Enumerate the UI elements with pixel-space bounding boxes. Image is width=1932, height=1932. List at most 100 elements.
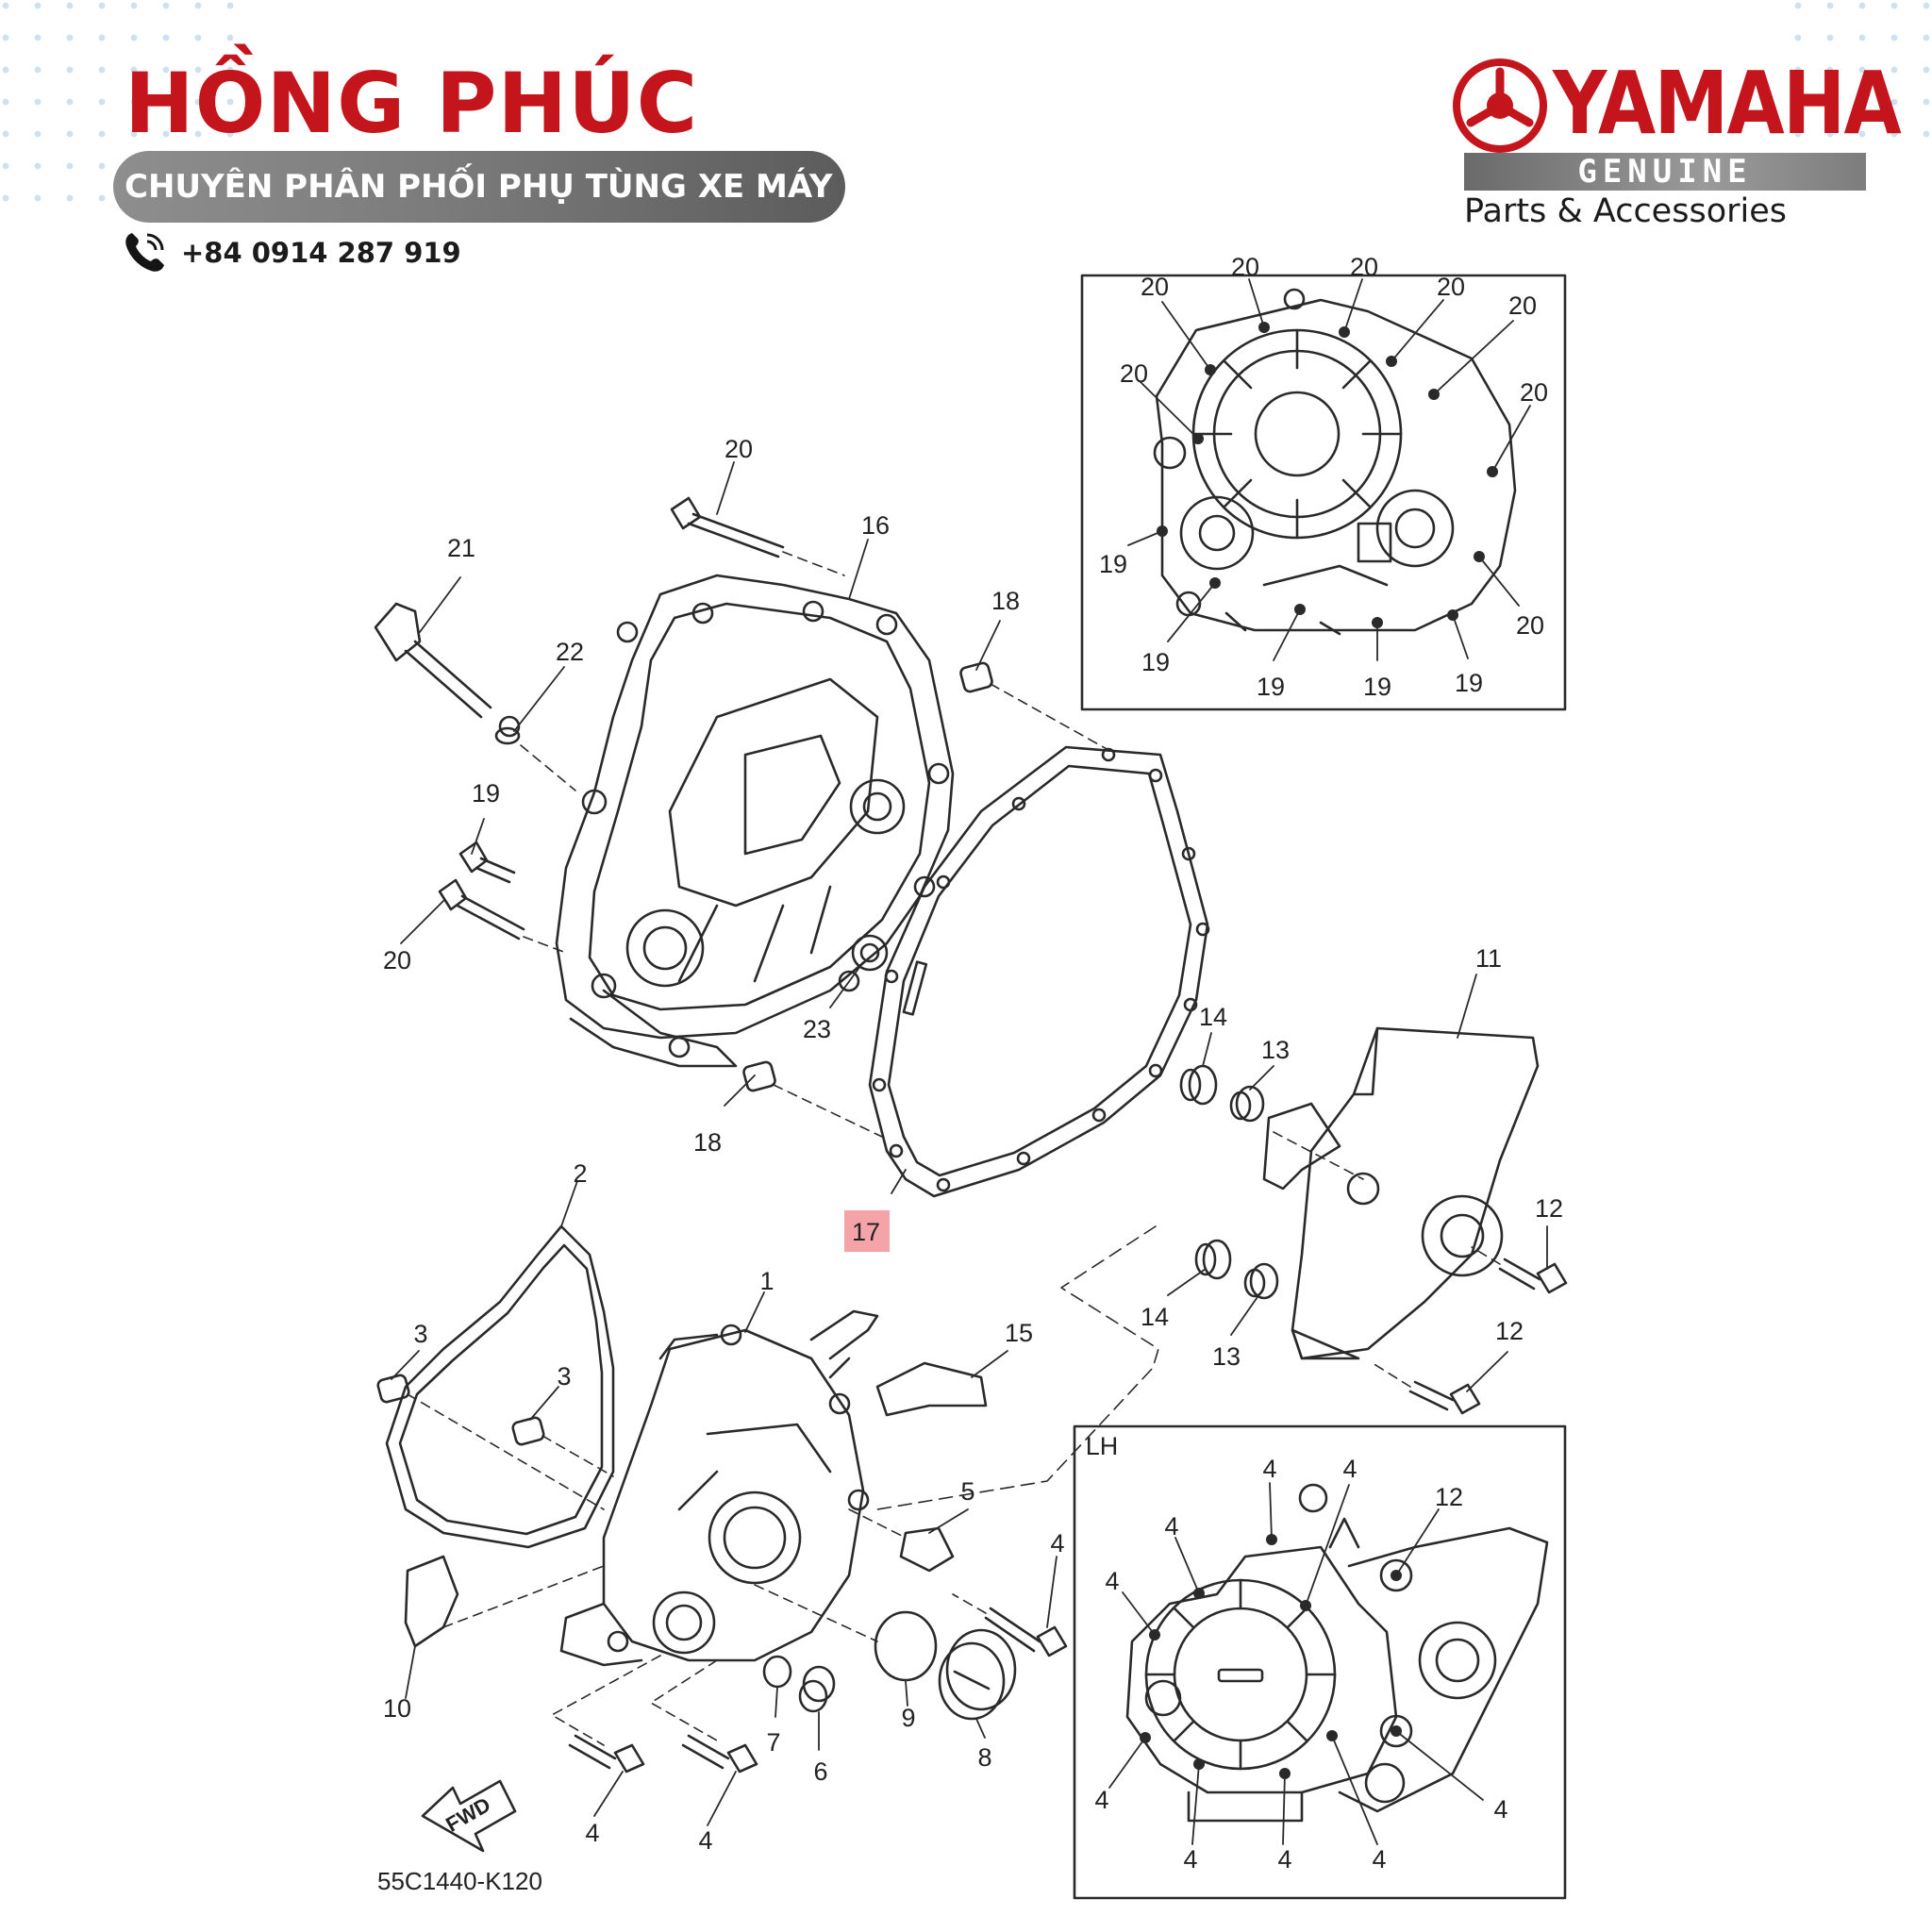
- callout-inset: 4: [1372, 1845, 1386, 1874]
- callout-inset: 20: [1520, 378, 1548, 407]
- callout: 19: [472, 779, 500, 808]
- shop-tagline: CHUYÊN PHÂN PHỐI PHỤ TÙNG XE MÁY: [113, 151, 845, 223]
- part-2-gasket-inner: [398, 1243, 604, 1536]
- inset-top-frame: [1080, 274, 1567, 711]
- part-18-dowel-bottom: [742, 1060, 776, 1092]
- shop-name: HỒNG PHÚC: [125, 55, 699, 152]
- highlight-part-17: [844, 1210, 890, 1252]
- part-22-oring: [494, 726, 521, 745]
- callout: 5: [960, 1477, 974, 1506]
- callout: 9: [901, 1704, 915, 1732]
- parts-accessories-label: Parts & Accessories: [1464, 192, 1787, 230]
- callout: 21: [447, 534, 475, 562]
- callout: 3: [413, 1320, 427, 1348]
- part-2-gasket: [385, 1224, 615, 1549]
- callout: 12: [1495, 1317, 1524, 1345]
- callout-inset: 20: [1350, 253, 1378, 281]
- callout: 12: [1535, 1194, 1563, 1223]
- phone-contact[interactable]: +84 0914 287 919: [121, 228, 461, 277]
- part-1-lever: [809, 1309, 879, 1360]
- yamaha-genuine-logo: YAMAHA GENUINE Parts & Accessories: [1453, 55, 1902, 234]
- callout-highlighted: 17: [852, 1218, 880, 1246]
- part-18-dowel-top: [959, 661, 993, 693]
- callout-inset: 4: [1183, 1845, 1197, 1874]
- part-17-gasket: [868, 745, 1209, 1198]
- callout: 18: [693, 1128, 722, 1157]
- part-1-generator-cover: [559, 1324, 870, 1667]
- diagram-code: 55C1440-K120: [377, 1867, 542, 1895]
- part-10-bracket: [404, 1555, 459, 1648]
- part-21-oil-filler: [374, 602, 521, 738]
- inset-lh-engine: [1125, 1483, 1549, 1823]
- yamaha-wordmark: YAMAHA: [1553, 53, 1902, 154]
- callout-inset: 4: [1342, 1455, 1357, 1483]
- callout: 23: [803, 1015, 831, 1043]
- callout: 1: [759, 1267, 774, 1295]
- decor-dots-right: [1792, 0, 1932, 142]
- callout: 6: [813, 1757, 827, 1786]
- callout-inset: 4: [1164, 1512, 1178, 1541]
- inset-lh-bolt-points: [1140, 1534, 1402, 1779]
- callout-inset: 19: [1363, 673, 1391, 701]
- callout: 4: [698, 1826, 712, 1855]
- part-23-seal: [851, 934, 889, 972]
- callout: 13: [1261, 1036, 1290, 1064]
- callout: 18: [991, 587, 1020, 615]
- callout: 3: [557, 1362, 571, 1391]
- inset-top-leaders: [1127, 278, 1531, 661]
- inset-top-bolt-points: [1157, 322, 1498, 628]
- main-leaders: [391, 461, 1548, 1826]
- callout: 11: [1475, 944, 1502, 973]
- part-9-oring: [874, 1610, 938, 1682]
- callout-inset: 19: [1141, 648, 1170, 676]
- part-13-grommet-bottom: [1243, 1262, 1279, 1300]
- callout: 4: [585, 1819, 599, 1847]
- part-4-bolt-bottom-right: [681, 1734, 758, 1774]
- part-4-bolt-right: [984, 1607, 1068, 1657]
- phone-number: +84 0914 287 919: [181, 237, 461, 269]
- part-8-cap: [938, 1628, 1017, 1721]
- inset-lh-leaders: [1108, 1482, 1484, 1845]
- callout: 2: [573, 1159, 587, 1188]
- callout: 14: [1141, 1303, 1169, 1331]
- callout-inset: 19: [1455, 669, 1483, 697]
- part-17-gasket-holes: [872, 747, 1210, 1192]
- callout-inset: 4: [1262, 1455, 1276, 1483]
- callout-inset: 4: [1493, 1795, 1507, 1824]
- part-7-oring: [762, 1655, 792, 1689]
- callout: 7: [766, 1728, 780, 1757]
- callout-inset: 4: [1277, 1845, 1291, 1874]
- part-3-dowels: [376, 1374, 545, 1446]
- phone-icon: [125, 233, 164, 272]
- fwd-arrow-icon: [421, 1779, 517, 1853]
- part-12-bolt-right-bottom: [1408, 1380, 1481, 1415]
- part-20-bolt-top: [670, 496, 785, 558]
- callout: 8: [977, 1743, 991, 1772]
- inset-top-case: [1153, 288, 1517, 636]
- callout-inset: 12: [1435, 1483, 1463, 1511]
- callout-inset: 19: [1099, 550, 1127, 578]
- callout: 14: [1199, 1003, 1227, 1031]
- callout-inset: 4: [1105, 1567, 1119, 1595]
- callout-inset: 20: [1120, 359, 1148, 388]
- part-11-sprocket-cover: [1262, 1026, 1540, 1360]
- callout-inset: 19: [1257, 673, 1285, 701]
- callout-inset: 4: [1094, 1786, 1108, 1814]
- part-20-bolt-left: [438, 878, 525, 941]
- part-14-collar-top: [1179, 1064, 1218, 1106]
- collar-alignment-line: [876, 1225, 1159, 1510]
- callout-inset: 20: [1437, 273, 1465, 301]
- part-19-bolt: [458, 841, 516, 884]
- callout-inset: 20: [1508, 291, 1537, 320]
- callout: 15: [1005, 1319, 1033, 1347]
- part-17-gasket-inner: [887, 764, 1192, 1177]
- part-13-grommet-top: [1229, 1085, 1265, 1123]
- genuine-banner: GENUINE: [1464, 153, 1866, 191]
- tuning-fork-emblem-icon: [1453, 58, 1547, 153]
- callout: 20: [383, 946, 411, 974]
- callout: 16: [861, 511, 890, 540]
- part-4-bolt-bottom-left: [568, 1734, 645, 1774]
- part-14-collar-bottom: [1194, 1239, 1232, 1280]
- part-12-bolt-right-top: [1498, 1257, 1568, 1294]
